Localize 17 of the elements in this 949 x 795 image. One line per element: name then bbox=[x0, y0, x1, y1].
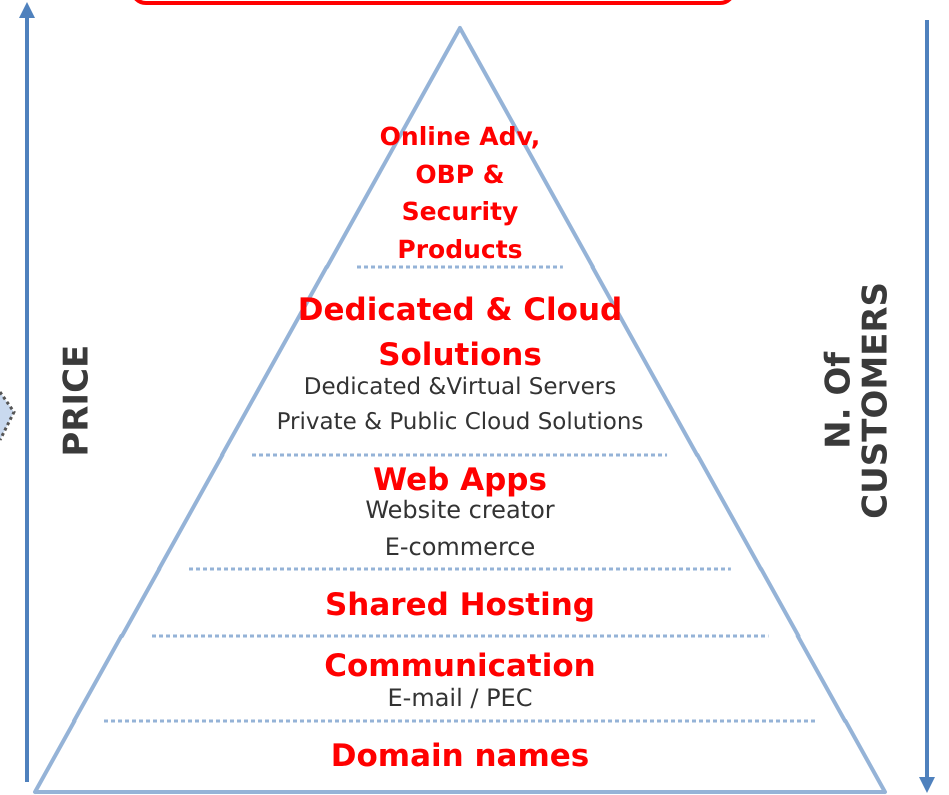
pyramid-tier bbox=[159, 455, 761, 569]
tier-title: Communication bbox=[323, 648, 597, 686]
tier-description: Dedicated &Virtual Servers bbox=[304, 374, 616, 402]
tier-description: E-mail / PEC bbox=[388, 684, 532, 713]
pyramid-tier bbox=[74, 636, 846, 721]
axis-label: PRICE bbox=[58, 343, 96, 458]
tier-title: Shared Hosting bbox=[324, 587, 596, 624]
tier-title: Dedicated & Cloud Solutions bbox=[296, 291, 624, 375]
pyramid-tier bbox=[327, 28, 593, 267]
tier-title: Online Adv, OBP & Security Products bbox=[378, 121, 542, 266]
pyramid-tier bbox=[222, 267, 698, 455]
tier-description: Private & Public Cloud Solutions bbox=[276, 409, 644, 437]
pyramid-tier bbox=[122, 569, 798, 636]
axis-label: N. Of CUSTOMERS bbox=[820, 280, 896, 520]
tier-title: Domain names bbox=[330, 738, 590, 776]
pyramid-tier bbox=[35, 721, 885, 792]
tier-description: E-commerce bbox=[384, 533, 536, 562]
